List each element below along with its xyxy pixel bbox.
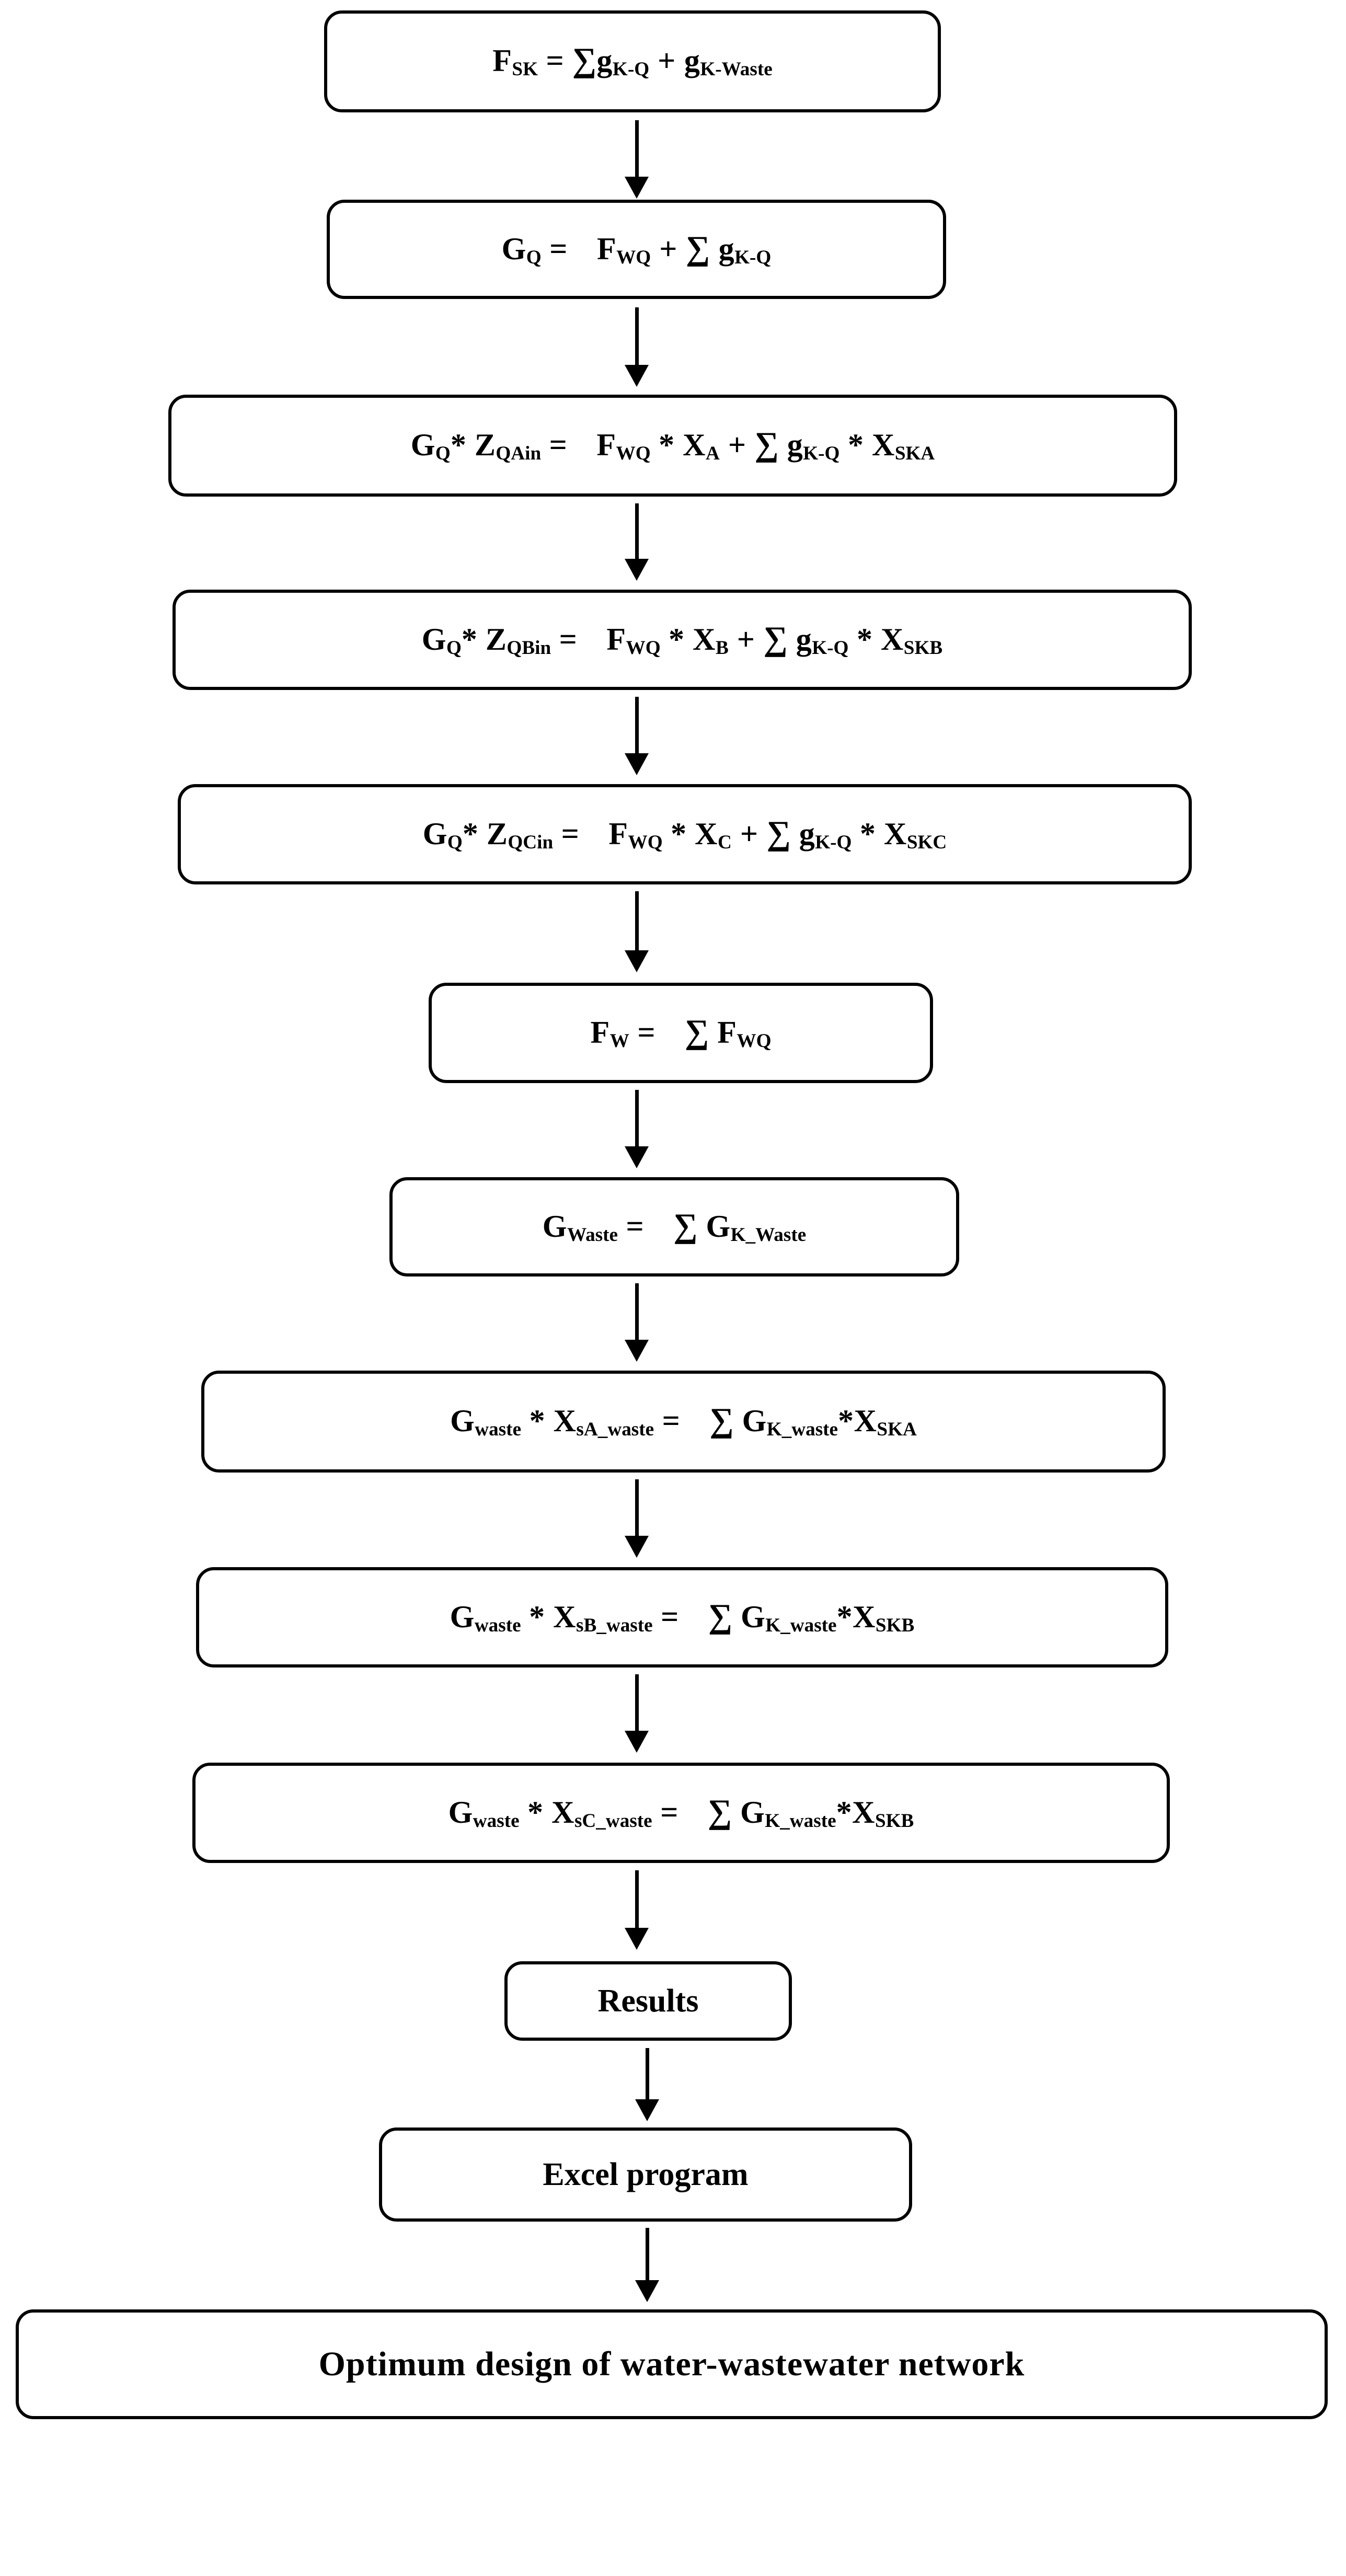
sub-b: B	[715, 637, 729, 659]
arrow-shaft	[635, 1090, 639, 1146]
node-gwaste-xsb-formula: Gwaste * XsB_waste =∑ GK_waste*XSKB	[450, 1597, 915, 1636]
sub-waste: waste	[474, 1614, 521, 1636]
node-gq-zqcin-equation[interactable]: GQ* ZQCin =FWQ * XC+∑ gK-Q * XSKC	[178, 784, 1192, 884]
node-excel-program[interactable]: Excel program	[379, 2128, 912, 2222]
node-gq-zqain-formula: GQ* ZQAin =FWQ * XA+∑ gK-Q * XSKA	[410, 426, 935, 465]
arrow-shaft	[635, 891, 639, 950]
node-gwaste-xsa-equation[interactable]: Gwaste * XsA_waste =∑ GK_waste*XSKA	[201, 1371, 1166, 1473]
node-gwaste-equation[interactable]: GWaste =∑ GK_Waste	[389, 1177, 959, 1276]
node-optimum-design[interactable]: Optimum design of water-wastewater netwo…	[16, 2309, 1328, 2419]
node-gq-zqain-equation[interactable]: GQ* ZQAin =FWQ * XA+∑ gK-Q * XSKA	[168, 395, 1177, 497]
sub-sb-waste: sB_waste	[576, 1614, 653, 1636]
arrow-head-icon	[635, 2099, 659, 2121]
sub-k-waste: K_Waste	[730, 1224, 807, 1246]
node-gwaste-formula: GWaste =∑ GK_Waste	[542, 1206, 807, 1246]
node-optimum-design-label: Optimum design of water-wastewater netwo…	[318, 2345, 1025, 2383]
node-gwaste-xsc-equation[interactable]: Gwaste * XsC_waste =∑ GK_waste*XSKB	[192, 1763, 1170, 1863]
node-gq-equation[interactable]: GQ =FWQ+∑gK-Q	[327, 200, 946, 299]
sub-ska: SKA	[894, 443, 935, 465]
sub-wq: WQ	[616, 443, 651, 465]
arrow-head-icon	[625, 177, 649, 199]
arrow-shaft	[635, 1283, 639, 1340]
sub-k-waste: K_waste	[766, 1419, 838, 1441]
sub-kq: K-Q	[815, 831, 852, 853]
sub-w: W	[609, 1030, 629, 1052]
arrow-head-icon	[625, 1340, 649, 1362]
arrow-shaft	[635, 1870, 639, 1928]
sub-qcin: QCin	[508, 831, 554, 853]
sub-wq: WQ	[626, 637, 661, 659]
node-gq-zqbin-equation[interactable]: GQ* ZQBin =FWQ * XB+∑ gK-Q * XSKB	[172, 590, 1192, 690]
node-results[interactable]: Results	[504, 1961, 792, 2041]
arrow-head-icon	[625, 365, 649, 387]
arrow-head-icon	[625, 753, 649, 775]
arrow-head-icon	[635, 2280, 659, 2302]
arrow-head-icon	[625, 1928, 649, 1950]
sub-q: Q	[526, 246, 542, 268]
arrow-shaft	[635, 1479, 639, 1536]
sub-waste: waste	[475, 1419, 522, 1441]
sub-kq: K-Q	[803, 443, 840, 465]
sub-qbin: QBin	[507, 637, 551, 659]
sub-kq: K-Q	[812, 637, 849, 659]
node-fsk-formula: FSK = ∑gK-Q+gK-Waste	[492, 41, 773, 80]
sub-a: A	[705, 443, 720, 465]
node-gq-zqbin-formula: GQ* ZQBin =FWQ * XB+∑ gK-Q * XSKB	[421, 619, 943, 659]
arrow-shaft	[645, 2228, 649, 2280]
node-gq-zqcin-formula: GQ* ZQCin =FWQ * XC+∑ gK-Q * XSKC	[422, 814, 947, 853]
sub-skc: SKC	[906, 831, 947, 853]
sub-sa-waste: sA_waste	[576, 1419, 654, 1441]
arrow-shaft	[645, 2048, 649, 2100]
sub-kwaste: K-Waste	[700, 59, 773, 80]
sub-sk: SK	[512, 59, 538, 80]
arrow-shaft	[635, 697, 639, 753]
sub-q: Q	[446, 637, 462, 659]
sub-wq: WQ	[737, 1030, 772, 1052]
sub-ska: SKA	[877, 1419, 917, 1441]
arrow-head-icon	[625, 950, 649, 972]
node-gwaste-xsc-formula: Gwaste * XsC_waste =∑ GK_waste*XSKB	[448, 1792, 914, 1832]
arrow-head-icon	[625, 1146, 649, 1168]
sub-k-waste: K_waste	[765, 1614, 837, 1636]
arrow-shaft	[635, 120, 639, 177]
arrow-head-icon	[625, 1731, 649, 1753]
sub-skb: SKB	[903, 637, 943, 659]
sub-waste: Waste	[567, 1224, 618, 1246]
sub-wq: WQ	[616, 246, 651, 268]
node-gwaste-xsb-equation[interactable]: Gwaste * XsB_waste =∑ GK_waste*XSKB	[196, 1567, 1168, 1668]
arrow-head-icon	[625, 559, 649, 581]
sub-sc-waste: sC_waste	[574, 1810, 652, 1832]
sub-q: Q	[447, 831, 463, 853]
node-gq-formula: GQ =FWQ+∑gK-Q	[501, 229, 772, 268]
sub-waste: waste	[473, 1810, 520, 1832]
sub-wq: WQ	[628, 831, 663, 853]
sub-kq: K-Q	[734, 246, 772, 268]
node-fw-equation[interactable]: FW =∑ FWQ	[429, 983, 933, 1083]
sub-skb: SKB	[875, 1614, 915, 1636]
node-excel-program-label: Excel program	[543, 2157, 749, 2192]
node-fsk-equation[interactable]: FSK = ∑gK-Q+gK-Waste	[324, 10, 941, 112]
arrow-shaft	[635, 503, 639, 559]
node-results-label: Results	[597, 1983, 699, 2019]
sub-kq: K-Q	[612, 59, 650, 80]
sub-c: C	[717, 831, 732, 853]
sub-k-waste: K_waste	[765, 1810, 836, 1832]
sub-qain: QAin	[496, 443, 542, 465]
node-fw-formula: FW =∑ FWQ	[590, 1013, 772, 1052]
arrow-shaft	[635, 1674, 639, 1731]
arrow-shaft	[635, 307, 639, 365]
sub-skb: SKB	[875, 1810, 914, 1832]
arrow-head-icon	[625, 1536, 649, 1558]
node-gwaste-xsa-formula: Gwaste * XsA_waste =∑ GK_waste*XSKA	[450, 1401, 917, 1441]
sub-q: Q	[435, 443, 451, 465]
